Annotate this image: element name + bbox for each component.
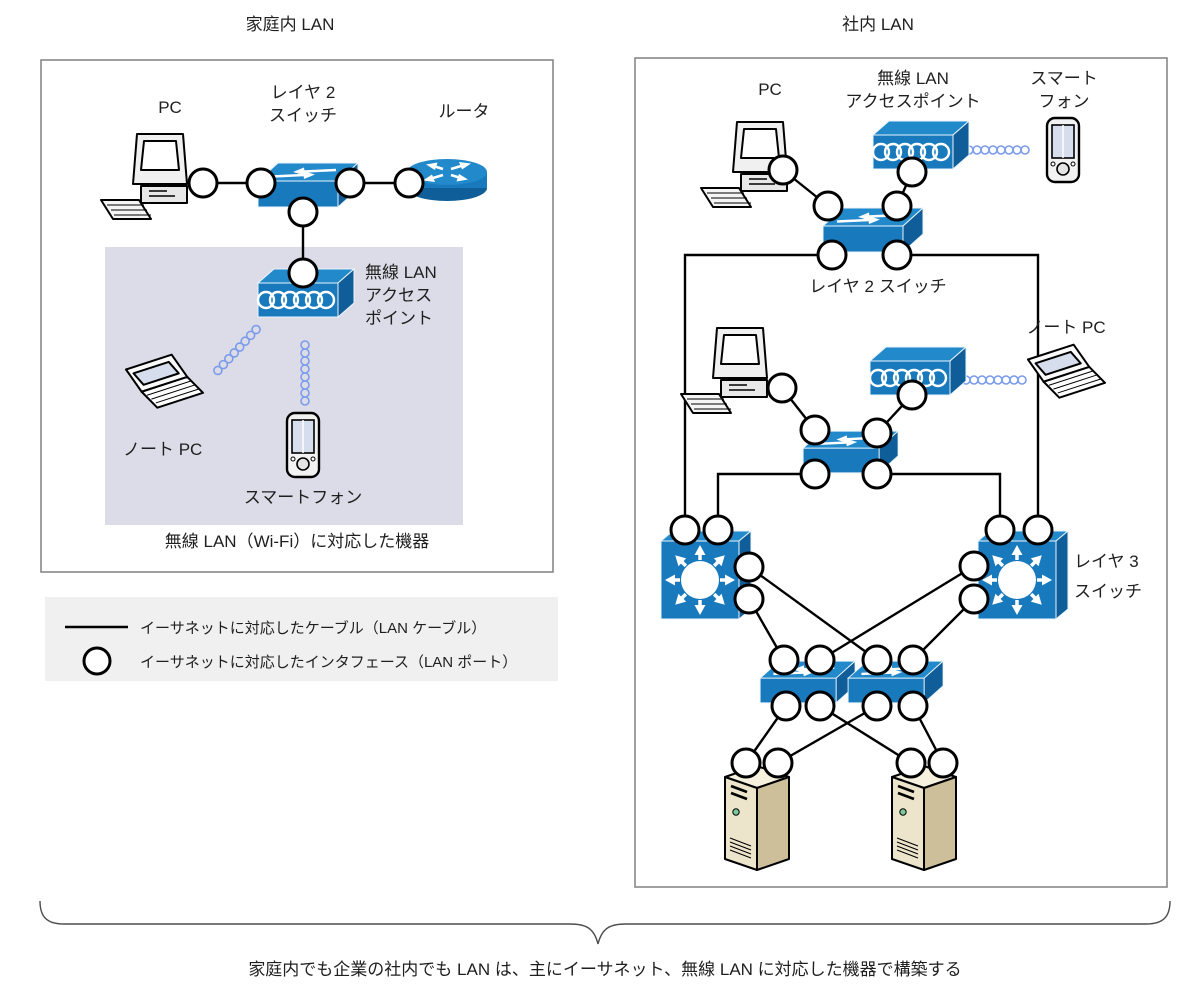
home-smartphone-icon bbox=[285, 411, 321, 479]
office-l3-switch-right-icon bbox=[976, 529, 1070, 621]
home-lan-title: 家庭内 LAN bbox=[246, 15, 335, 34]
office-lan-title: 社内 LAN bbox=[842, 15, 914, 34]
lan-port-icon bbox=[733, 551, 765, 583]
lan-port-icon bbox=[669, 514, 701, 546]
lan-port-icon bbox=[804, 644, 836, 676]
lan-port-icon bbox=[881, 190, 913, 222]
lan-port-icon bbox=[896, 156, 928, 188]
lan-port-icon bbox=[861, 458, 893, 490]
lan-port-icon bbox=[812, 190, 844, 222]
lan-port-icon bbox=[958, 550, 990, 582]
lan-cable bbox=[877, 472, 1002, 530]
office-ap-label-1: 無線 LAN bbox=[877, 69, 949, 88]
lan-port-icon bbox=[896, 379, 928, 411]
legend: イーサネットに対応したケーブル（LAN ケーブル） イーサネットに対応したインタ… bbox=[45, 597, 558, 681]
lan-port-icon bbox=[702, 514, 734, 546]
lan-port-icon bbox=[799, 414, 831, 446]
office-smartphone-label-2: フォン bbox=[1039, 92, 1090, 111]
lan-port-icon bbox=[334, 167, 366, 199]
lan-cable bbox=[748, 566, 878, 661]
office-smartphone-icon bbox=[1045, 116, 1081, 184]
lan-port-icon bbox=[984, 514, 1016, 546]
legend-cable-label: イーサネットに対応したケーブル（LAN ケーブル） bbox=[140, 619, 486, 637]
lan-port-icon bbox=[799, 458, 831, 490]
office-lan-section: 社内 LAN bbox=[634, 15, 1168, 888]
home-ap-label-1: 無線 LAN bbox=[365, 263, 437, 282]
bottom-brace bbox=[39, 900, 1171, 945]
lan-port-icon bbox=[881, 239, 913, 271]
office-server-right-icon bbox=[890, 764, 958, 872]
home-pc-label: PC bbox=[158, 98, 182, 117]
legend-box bbox=[45, 597, 558, 681]
lan-port-icon bbox=[733, 583, 765, 615]
home-ap-label-2: アクセス bbox=[365, 286, 432, 305]
office-pc-label: PC bbox=[758, 80, 782, 99]
lan-cable bbox=[716, 472, 815, 530]
lan-port-icon bbox=[730, 747, 762, 779]
wifi-zone-caption: 無線 LAN（Wi-Fi）に対応した機器 bbox=[165, 532, 429, 551]
lan-cable bbox=[819, 704, 912, 765]
lan-port-icon bbox=[245, 167, 277, 199]
home-smartphone-label: スマートフォン bbox=[244, 488, 363, 507]
lan-port-icon bbox=[958, 583, 990, 615]
lan-port-icon bbox=[287, 257, 319, 289]
lan-port-icon bbox=[762, 747, 794, 779]
lan-port-icon bbox=[927, 747, 959, 779]
lan-port-icon bbox=[897, 690, 929, 722]
lan-port-icon bbox=[766, 372, 798, 404]
office-laptop-label: ノート PC bbox=[1026, 318, 1105, 337]
lan-port-icon bbox=[287, 196, 319, 228]
bottom-caption: 家庭内でも企業の社内でも LAN は、主にイーサネット、無線 LAN に対応した… bbox=[248, 960, 961, 979]
lan-port-icon bbox=[393, 167, 425, 199]
lan-port-icon bbox=[861, 417, 893, 449]
lan-port-icon bbox=[804, 690, 836, 722]
office-l2-switch4-icon bbox=[846, 659, 945, 705]
office-smartphone-label-1: スマート bbox=[1030, 69, 1098, 88]
lan-port-icon bbox=[1022, 514, 1054, 546]
lan-cable bbox=[683, 253, 832, 530]
lan-cable bbox=[897, 253, 1040, 530]
office-ap-label-2: アクセスポイント bbox=[845, 92, 980, 111]
legend-port-icon bbox=[82, 646, 112, 676]
lan-port-icon bbox=[187, 167, 219, 199]
office-l2-switch-label: レイヤ 2 スイッチ bbox=[809, 277, 946, 296]
lan-port-icon bbox=[895, 747, 927, 779]
lan-port-icon bbox=[897, 644, 929, 676]
lan-port-icon bbox=[767, 154, 799, 186]
office-server-left-icon bbox=[723, 764, 791, 872]
lan-port-icon bbox=[861, 644, 893, 676]
home-l2-switch-label-1: レイヤ 2 bbox=[271, 83, 336, 102]
lan-port-icon bbox=[770, 690, 802, 722]
office-l3-switch-label-1: レイヤ 3 bbox=[1074, 552, 1139, 571]
lan-cable bbox=[777, 704, 878, 765]
office-l3-switch-label-2: スイッチ bbox=[1074, 582, 1142, 601]
legend-port-label: イーサネットに対応したインタフェース（LAN ポート） bbox=[140, 654, 517, 671]
home-ap-label-3: ポイント bbox=[365, 309, 433, 328]
lan-port-icon bbox=[816, 239, 848, 271]
lan-port-icon bbox=[768, 644, 800, 676]
lan-port-icon bbox=[861, 690, 893, 722]
home-l2-switch-label-2: スイッチ bbox=[269, 106, 337, 125]
home-lan-section: 家庭内 LAN PC レイヤ 2 スイッチ bbox=[40, 15, 554, 573]
home-laptop-label: ノート PC bbox=[123, 440, 202, 459]
lan-cable bbox=[819, 564, 975, 662]
home-router-label: ルータ bbox=[439, 102, 490, 121]
